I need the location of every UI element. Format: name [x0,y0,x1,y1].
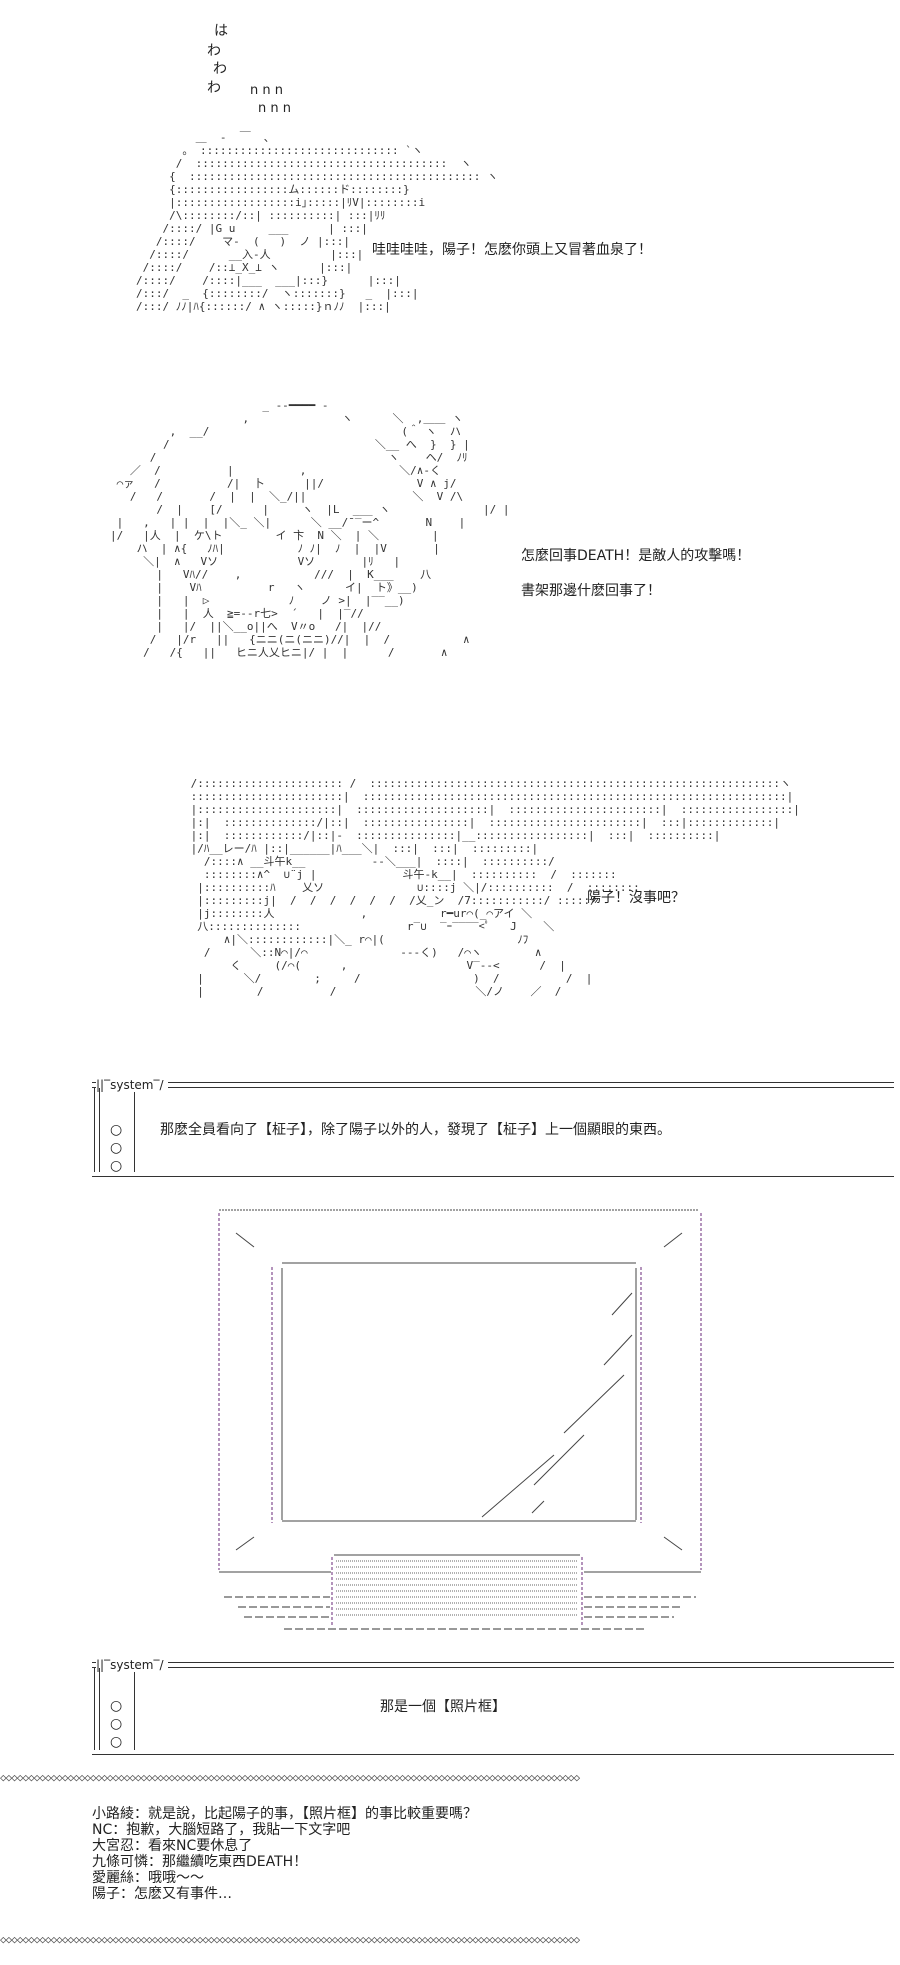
dialogue-line: 哇哇哇哇，陽子！怎麽你頭上又冒著血泉了！ [372,242,652,258]
sound-nnn: n n n [258,101,291,116]
wave-divider: ◇◇◇◇◇◇◇◇◇◇◇◇◇◇◇◇◇◇◇◇◇◇◇◇◇◇◇◇◇◇◇◇◇◇◇◇◇◇◇◇… [0,1935,580,1945]
system-box: ||‾system‾/ ○ ○ ○ 那麽全員看向了【柾子】，除了陽子以外的人，發… [92,1078,894,1178]
chat-line: 大宮忍：看來NC要休息了 [92,1838,253,1854]
system-label: ||‾system‾/ [96,1078,168,1092]
dialogue-line: 書架那邊什麽回事了！ [521,583,661,599]
photo-frame-drawing [218,1209,702,1630]
sound-nnn: n n n [250,83,283,98]
system-message: 那麽全員看向了【柾子】，除了陽子以外的人，發現了【柾子】上一個顯眼的東西。 [160,1122,671,1138]
sound-wa: わ [213,61,227,77]
sound-wa: わ [207,43,221,59]
system-circle: ○ [110,1158,123,1174]
chat-line: NC：抱歉，大腦短路了，我貼一下文字吧 [92,1822,351,1838]
system-label: ||‾system‾/ [96,1658,168,1672]
system-box-top-border [92,1082,894,1088]
chat-line: 小路綾：就是說，比起陽子的事，【照片框】的事比較重要嗎？ [92,1806,477,1822]
system-circle: ○ [110,1734,123,1750]
system-circle: ○ [110,1122,123,1138]
chat-log: 小路綾：就是說，比起陽子的事，【照片框】的事比較重要嗎？ NC：抱歉，大腦短路了… [92,1806,477,1902]
system-left-rail [94,1668,100,1750]
system-box-bottom-border [92,1754,894,1755]
system-circle: ○ [110,1140,123,1156]
system-box: ||‾system‾/ ○ ○ ○ 那是一個【照片框】 [92,1658,894,1756]
sound-wa: わ [207,80,221,96]
system-circle: ○ [110,1716,123,1732]
ascii-art-figure-1: ＿ - ￣ ､ 。 ::::::::::::::::::::::::::::::… [136,131,498,313]
system-divider [134,1672,135,1750]
wave-divider: ◇◇◇◇◇◇◇◇◇◇◇◇◇◇◇◇◇◇◇◇◇◇◇◇◇◇◇◇◇◇◇◇◇◇◇◇◇◇◇◇… [0,1773,580,1783]
system-box-top-border [92,1662,894,1668]
sound-ha: は [214,23,228,39]
system-divider [134,1092,135,1172]
chat-line: 九條可憐：那繼續吃東西DEATH！ [92,1854,308,1870]
system-circle: ○ [110,1698,123,1714]
system-message: 那是一個【照片框】 [380,1699,506,1715]
chat-line: 陽子：怎麽又有事件… [92,1886,232,1902]
system-box-bottom-border [92,1176,894,1177]
ascii-art-figure-2: _ -‐━━━━ - , ヽ ＼ ,＿＿ ヽ , __/ (＾ ヽ ハ / ＼_… [110,399,510,659]
system-left-rail [94,1088,100,1172]
chat-line: 愛麗絲：哦哦～～ [92,1870,204,1886]
dialogue-line: 陽子！沒事吧？ [587,890,685,906]
ascii-art-figure-3: /:::::::::::::::::::::: / ::::::::::::::… [190,777,800,998]
dialogue-line: 怎麼回事DEATH！是敵人的攻擊嗎！ [521,548,751,564]
